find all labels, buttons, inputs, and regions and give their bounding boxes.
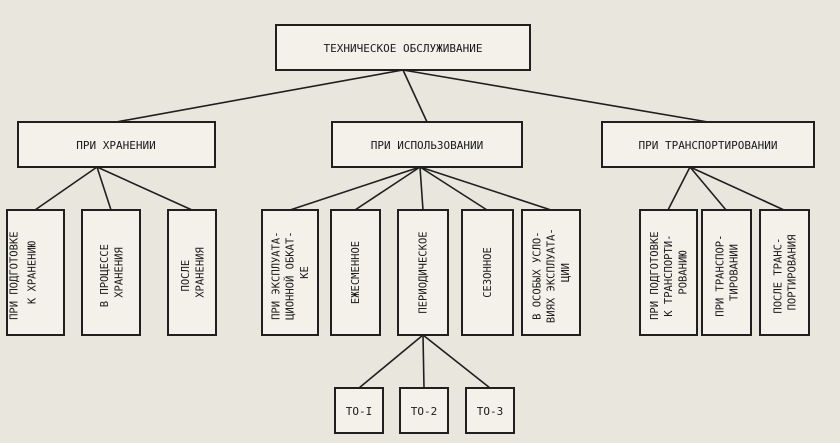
connector-line: [422, 334, 491, 389]
leaf-line: ТИРОВАНИИ: [729, 244, 741, 301]
leaf-usage-periodic: ПЕРИОДИЧЕСКОЕ: [397, 209, 449, 336]
leaf-line: ВИЯХ ЭКСПЛУАТА-: [546, 228, 558, 323]
connector-line: [358, 334, 424, 389]
leaf-line: РОВАНИЮ: [677, 250, 689, 295]
subtype-label: ТО-2: [411, 405, 438, 418]
svg-text:ПРИ ЭКСПЛУАТА- ЦИОННОЙ О: ПРИ ЭКСПЛУАТА- ЦИОННОЙ ОБКАТ- КЕ: [271, 225, 311, 320]
svg-text:ПРИ ПОДГОТОВКЕ К ТРАНСПО: ПРИ ПОДГОТОВКЕ К ТРАНСПОРТИ- РОВАНИЮ: [649, 225, 689, 320]
leaf-line: ПОСЛЕ ТРАНС-: [772, 238, 784, 314]
leaf-line: СЕЗОННОЕ: [482, 247, 494, 298]
connector-line: [34, 166, 98, 211]
connector-line: [689, 166, 727, 211]
connector-line: [419, 166, 552, 211]
connector-line: [419, 166, 424, 211]
connector-line: [422, 334, 425, 389]
leaf-line: ПРИ ЭКСПЛУАТА-: [271, 231, 283, 320]
connector-line: [96, 166, 193, 211]
connector-line: [689, 166, 785, 211]
leaf-line: ХРАНЕНИЯ: [114, 247, 126, 298]
connector-line: [96, 166, 112, 211]
connector-line: [115, 69, 404, 123]
leaf-line: ХРАНЕНИЯ: [195, 247, 207, 298]
svg-text:В ПРОЦЕССЕ ХРАНЕНИЯ: В ПРОЦЕССЕ ХРАНЕНИЯ: [99, 238, 126, 308]
leaf-line: К ТРАНСПОРТИ-: [663, 235, 675, 317]
leaf-transport-after: ПОСЛЕ ТРАНС- ПОРТИРОВАНИЯ: [759, 209, 810, 336]
subtype-label: ТО-3: [477, 405, 504, 418]
leaf-line: В ПРОЦЕССЕ: [99, 244, 111, 307]
svg-text:ПЕРИОДИЧЕСКОЕ: ПЕРИОДИЧЕСКОЕ: [418, 231, 430, 313]
svg-text:В ОСОБЫХ УСЛО- ВИЯХ ЭКСП: В ОСОБЫХ УСЛО- ВИЯХ ЭКСПЛУАТА- ЦИИ: [532, 222, 572, 323]
leaf-line: В ОСОБЫХ УСЛО-: [532, 231, 544, 320]
category-label: ПРИ ИСПОЛЬЗОВАНИИ: [371, 139, 484, 152]
leaf-line: ЦИОННОЙ ОБКАТ-: [284, 231, 297, 320]
leaf-line: ПРИ ПОДГОТОВКЕ: [9, 231, 21, 320]
leaf-usage-special-conditions: В ОСОБЫХ УСЛО- ВИЯХ ЭКСПЛУАТА- ЦИИ: [521, 209, 581, 336]
leaf-storage-after: ПОСЛЕ ХРАНЕНИЯ: [167, 209, 217, 336]
connector-line: [419, 166, 488, 211]
leaf-line: ЕЖЕСМЕННОЕ: [350, 241, 362, 304]
connector-line: [402, 69, 709, 123]
svg-text:ПОСЛЕ ТРАНС- ПОРТИРОВАНИ: ПОСЛЕ ТРАНС- ПОРТИРОВАНИЯ: [772, 231, 798, 313]
subtype-to3: ТО-3: [465, 387, 515, 434]
leaf-transport-during: ПРИ ТРАНСПОР- ТИРОВАНИИ: [701, 209, 752, 336]
leaf-line: КЕ: [299, 266, 311, 279]
svg-text:ЕЖЕСМЕННОЕ: ЕЖЕСМЕННОЕ: [350, 241, 362, 304]
subtype-label: ТО-I: [346, 405, 373, 418]
svg-text:СЕЗОННОЕ: СЕЗОННОЕ: [482, 247, 494, 298]
leaf-storage-during: В ПРОЦЕССЕ ХРАНЕНИЯ: [81, 209, 141, 336]
leaf-line: К ХРАНЕНИЮ: [27, 240, 39, 304]
subtype-to2: ТО-2: [399, 387, 449, 434]
connector-lines: [34, 69, 785, 389]
connector-line: [402, 69, 428, 123]
svg-text:ПРИ ТРАНСПОР- ТИРОВАНИИ: ПРИ ТРАНСПОР- ТИРОВАНИИ: [714, 228, 740, 317]
leaf-usage-seasonal: СЕЗОННОЕ: [461, 209, 514, 336]
subtype-to1: ТО-I: [334, 387, 384, 434]
category-transport: ПРИ ТРАНСПОРТИРОВАНИИ: [601, 121, 815, 168]
leaf-line: ПРИ ТРАНСПОР-: [714, 235, 726, 317]
category-usage: ПРИ ИСПОЛЬЗОВАНИИ: [331, 121, 523, 168]
leaf-usage-break-in: ПРИ ЭКСПЛУАТА- ЦИОННОЙ ОБКАТ- КЕ: [261, 209, 319, 336]
leaf-storage-before: ПРИ ПОДГОТОВКЕ К ХРАНЕНИЮ: [6, 209, 65, 336]
leaf-usage-per-shift: ЕЖЕСМЕННОЕ: [330, 209, 381, 336]
leaf-line: ПОСЛЕ: [180, 260, 192, 292]
connector-line: [289, 166, 421, 211]
leaf-line: ПОРТИРОВАНИЯ: [787, 235, 799, 311]
connector-line: [667, 166, 691, 211]
connector-line: [354, 166, 421, 211]
svg-text:ПОСЛЕ ХРАНЕНИЯ: ПОСЛЕ ХРАНЕНИЯ: [180, 247, 207, 298]
category-storage: ПРИ ХРАНЕНИИ: [17, 121, 216, 168]
root-label: ТЕХНИЧЕСКОЕ ОБСЛУЖИВАНИЕ: [324, 42, 483, 55]
svg-text:ПРИ ПОДГОТОВКЕ К ХРАНЕНИ: ПРИ ПОДГОТОВКЕ К ХРАНЕНИЮ: [9, 225, 39, 320]
leaf-line: ПРИ ПОДГОТОВКЕ: [649, 231, 661, 320]
leaf-transport-before: ПРИ ПОДГОТОВКЕ К ТРАНСПОРТИ- РОВАНИЮ: [639, 209, 698, 336]
category-label: ПРИ ХРАНЕНИИ: [76, 139, 155, 152]
root-node: ТЕХНИЧЕСКОЕ ОБСЛУЖИВАНИЕ: [275, 24, 531, 71]
leaf-line: ЦИИ: [560, 263, 572, 282]
category-label: ПРИ ТРАНСПОРТИРОВАНИИ: [638, 139, 777, 152]
leaf-line: ПЕРИОДИЧЕСКОЕ: [418, 231, 430, 313]
